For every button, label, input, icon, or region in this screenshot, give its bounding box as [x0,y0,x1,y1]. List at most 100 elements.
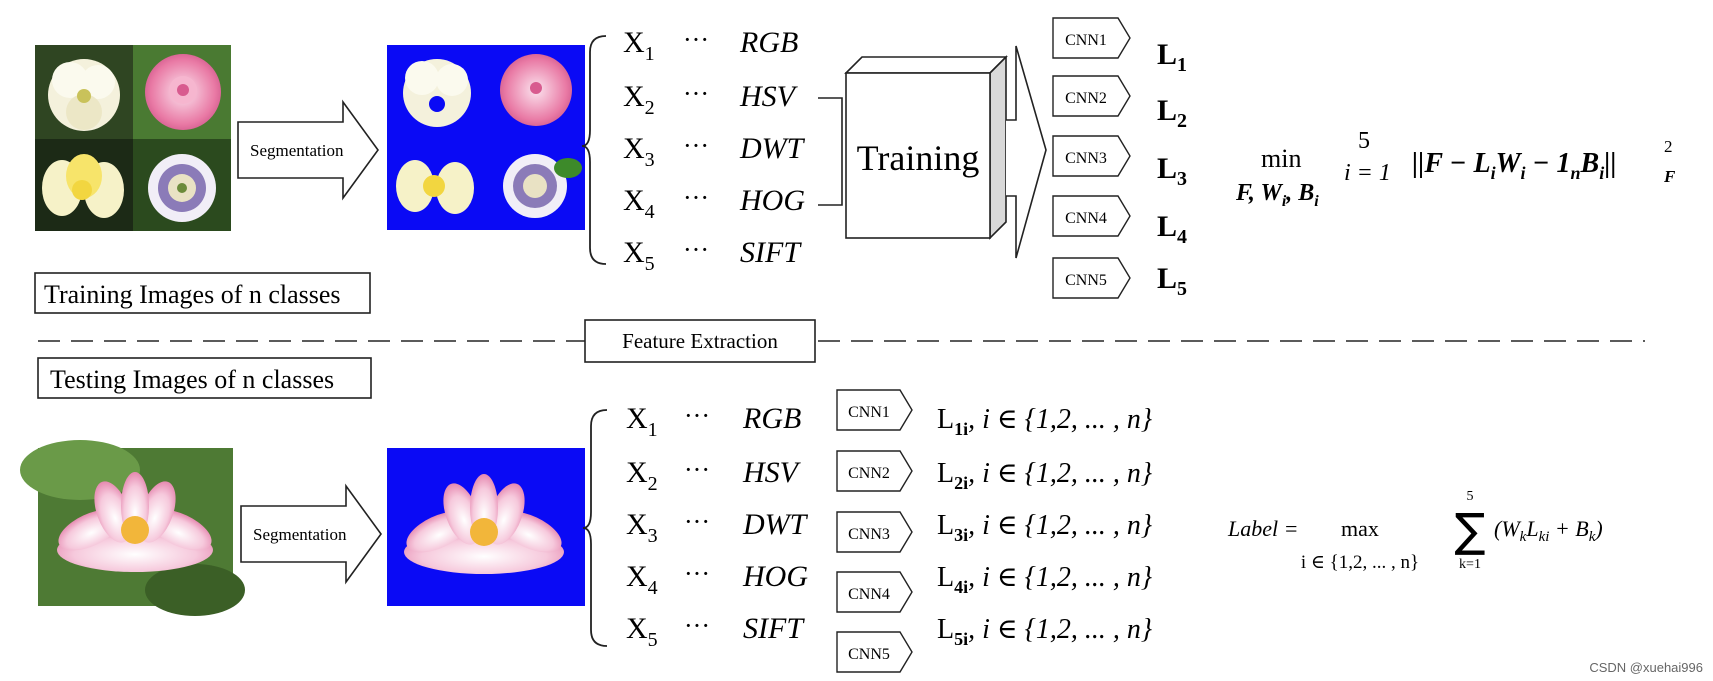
svg-text:CNN2: CNN2 [848,465,890,482]
svg-text:X3: X3 [623,132,655,171]
training-objective-formula: min F, Wi, Bi 5 i = 1 ||F − LiWi − 1nBi|… [1235,128,1676,210]
svg-text:X3: X3 [626,508,658,547]
testing-cnn-list: CNN1 CNN2 CNN3 CNN4 CNN5 [836,389,913,673]
svg-text:max: max [1341,516,1379,541]
training-output-label: L1 [1157,38,1187,76]
testing-cnn-tag: CNN2 [836,450,913,492]
training-feature-row: X2 ··· HSV [623,79,799,119]
training-output-fan [1006,45,1047,259]
training-cnn-tag: CNN5 [1052,257,1131,299]
testing-cnn-tag: CNN3 [836,511,913,553]
svg-text:F, Wi, Bi: F, Wi, Bi [1235,180,1319,210]
training-images-label-box: Training Images of n classes [34,272,371,314]
training-output-list: L1 L2 L3 L4 L5 [1157,38,1187,300]
svg-text:(WkLki + Bk): (WkLki + Bk) [1494,516,1603,545]
svg-text:DWT: DWT [742,508,809,541]
svg-text:CNN1: CNN1 [848,404,890,421]
svg-text:···: ··· [683,235,709,264]
svg-text:Label =: Label = [1227,516,1298,541]
training-cnn-tag: CNN2 [1052,75,1131,117]
training-output-label: L2 [1157,94,1187,132]
segmented-training-images [387,45,585,230]
svg-text:CNN3: CNN3 [848,526,890,543]
training-output-label: L5 [1157,262,1187,300]
passion-flower-image [133,139,231,231]
svg-text:DWT: DWT [739,132,806,165]
svg-text:5: 5 [1467,489,1474,504]
testing-output-label: L5i, i ∈ {1,2, ... , n} [937,614,1152,649]
svg-text:2: 2 [1664,137,1673,156]
testing-feature-list: X1 ··· RGB X2 ··· HSV X3 ··· DWT X4 ··· … [626,401,809,651]
testing-output-list: L1i, i ∈ {1,2, ... , n} L2i, i ∈ {1,2, .… [937,404,1152,649]
svg-text:CNN4: CNN4 [848,586,890,603]
svg-text:X2: X2 [623,80,655,119]
svg-text:CNN2: CNN2 [1065,90,1107,107]
svg-text:5: 5 [1358,128,1370,154]
label-formula: Label = max i ∈ {1,2, ... , n} 5 ∑ k=1 (… [1227,489,1603,573]
training-images [35,45,231,231]
svg-text:CNN5: CNN5 [1065,272,1107,289]
training-feature-row: X5 ··· SIFT [623,235,802,275]
training-input-bracket [818,97,843,206]
training-box-label: Training [857,138,980,178]
svg-text:···: ··· [684,455,710,484]
svg-text:X5: X5 [626,612,658,651]
training-segmentation-arrow: Segmentation [237,99,379,201]
testing-feature-row: X5 ··· SIFT [626,611,805,651]
testing-feature-brace [582,409,608,647]
svg-text:CNN5: CNN5 [848,646,890,663]
svg-text:X2: X2 [626,456,658,495]
testing-output-label: L4i, i ∈ {1,2, ... , n} [937,562,1152,597]
testing-feature-row: X3 ··· DWT [626,507,809,547]
training-output-label: L4 [1157,210,1187,248]
testing-images-label-box: Testing Images of n classes [37,357,372,399]
feature-extraction-box: Feature Extraction [584,319,816,363]
svg-text:i = 1: i = 1 [1344,160,1391,186]
testing-output-label: L3i, i ∈ {1,2, ... , n} [937,510,1152,545]
svg-text:CNN1: CNN1 [1065,32,1107,49]
testing-feature-row: X4 ··· HOG [626,559,808,599]
training-box: Training [844,55,1008,240]
testing-lotus-image [20,440,245,616]
training-images-label: Training Images of n classes [44,280,341,309]
svg-text:∑: ∑ [1455,503,1486,557]
segmented-testing-image [387,448,585,606]
svg-text:X4: X4 [626,560,658,599]
svg-text:···: ··· [684,611,710,640]
svg-text:···: ··· [684,559,710,588]
testing-feature-row: X1 ··· RGB [626,401,801,441]
training-segmentation-label: Segmentation [250,141,344,160]
training-output-label: L3 [1157,152,1187,190]
svg-text:···: ··· [683,183,709,212]
svg-text:HSV: HSV [742,456,802,489]
training-feature-row: X3 ··· DWT [623,131,806,171]
svg-text:CNN4: CNN4 [1065,210,1107,227]
training-feature-list: X1 ··· RGB X2 ··· HSV X3 ··· DWT X4 ··· … [623,25,806,275]
testing-cnn-tag: CNN4 [836,571,913,613]
svg-text:HSV: HSV [739,80,799,113]
training-cnn-list: CNN1 CNN2 CNN3 CNN4 CNN5 [1052,17,1131,299]
training-cnn-tag: CNN1 [1052,17,1131,59]
svg-text:HOG: HOG [742,560,808,593]
testing-segmentation-arrow: Segmentation [240,483,382,585]
svg-text:···: ··· [683,25,709,54]
svg-text:CNN3: CNN3 [1065,150,1107,167]
svg-text:min: min [1261,144,1301,173]
testing-segmentation-label: Segmentation [253,525,347,544]
training-feature-brace [581,35,607,265]
svg-text:i ∈ {1,2, ... , n}: i ∈ {1,2, ... , n} [1301,552,1419,573]
svg-text:k=1: k=1 [1459,557,1481,572]
testing-images-label: Testing Images of n classes [50,365,334,394]
svg-text:||F − LiWi − 1nBi||: ||F − LiWi − 1nBi|| [1412,148,1617,183]
testing-output-label: L2i, i ∈ {1,2, ... , n} [937,458,1152,493]
testing-cnn-tag: CNN5 [836,631,913,673]
training-feature-row: X4 ··· HOG [623,183,805,223]
watermark-text: CSDN @xuehai996 [1589,660,1703,675]
testing-feature-row: X2 ··· HSV [626,455,802,495]
svg-text:RGB: RGB [739,26,798,59]
pink-rose-image [133,45,231,139]
svg-text:X5: X5 [623,236,655,275]
svg-text:HOG: HOG [739,184,805,217]
testing-cnn-tag: CNN1 [836,389,913,431]
